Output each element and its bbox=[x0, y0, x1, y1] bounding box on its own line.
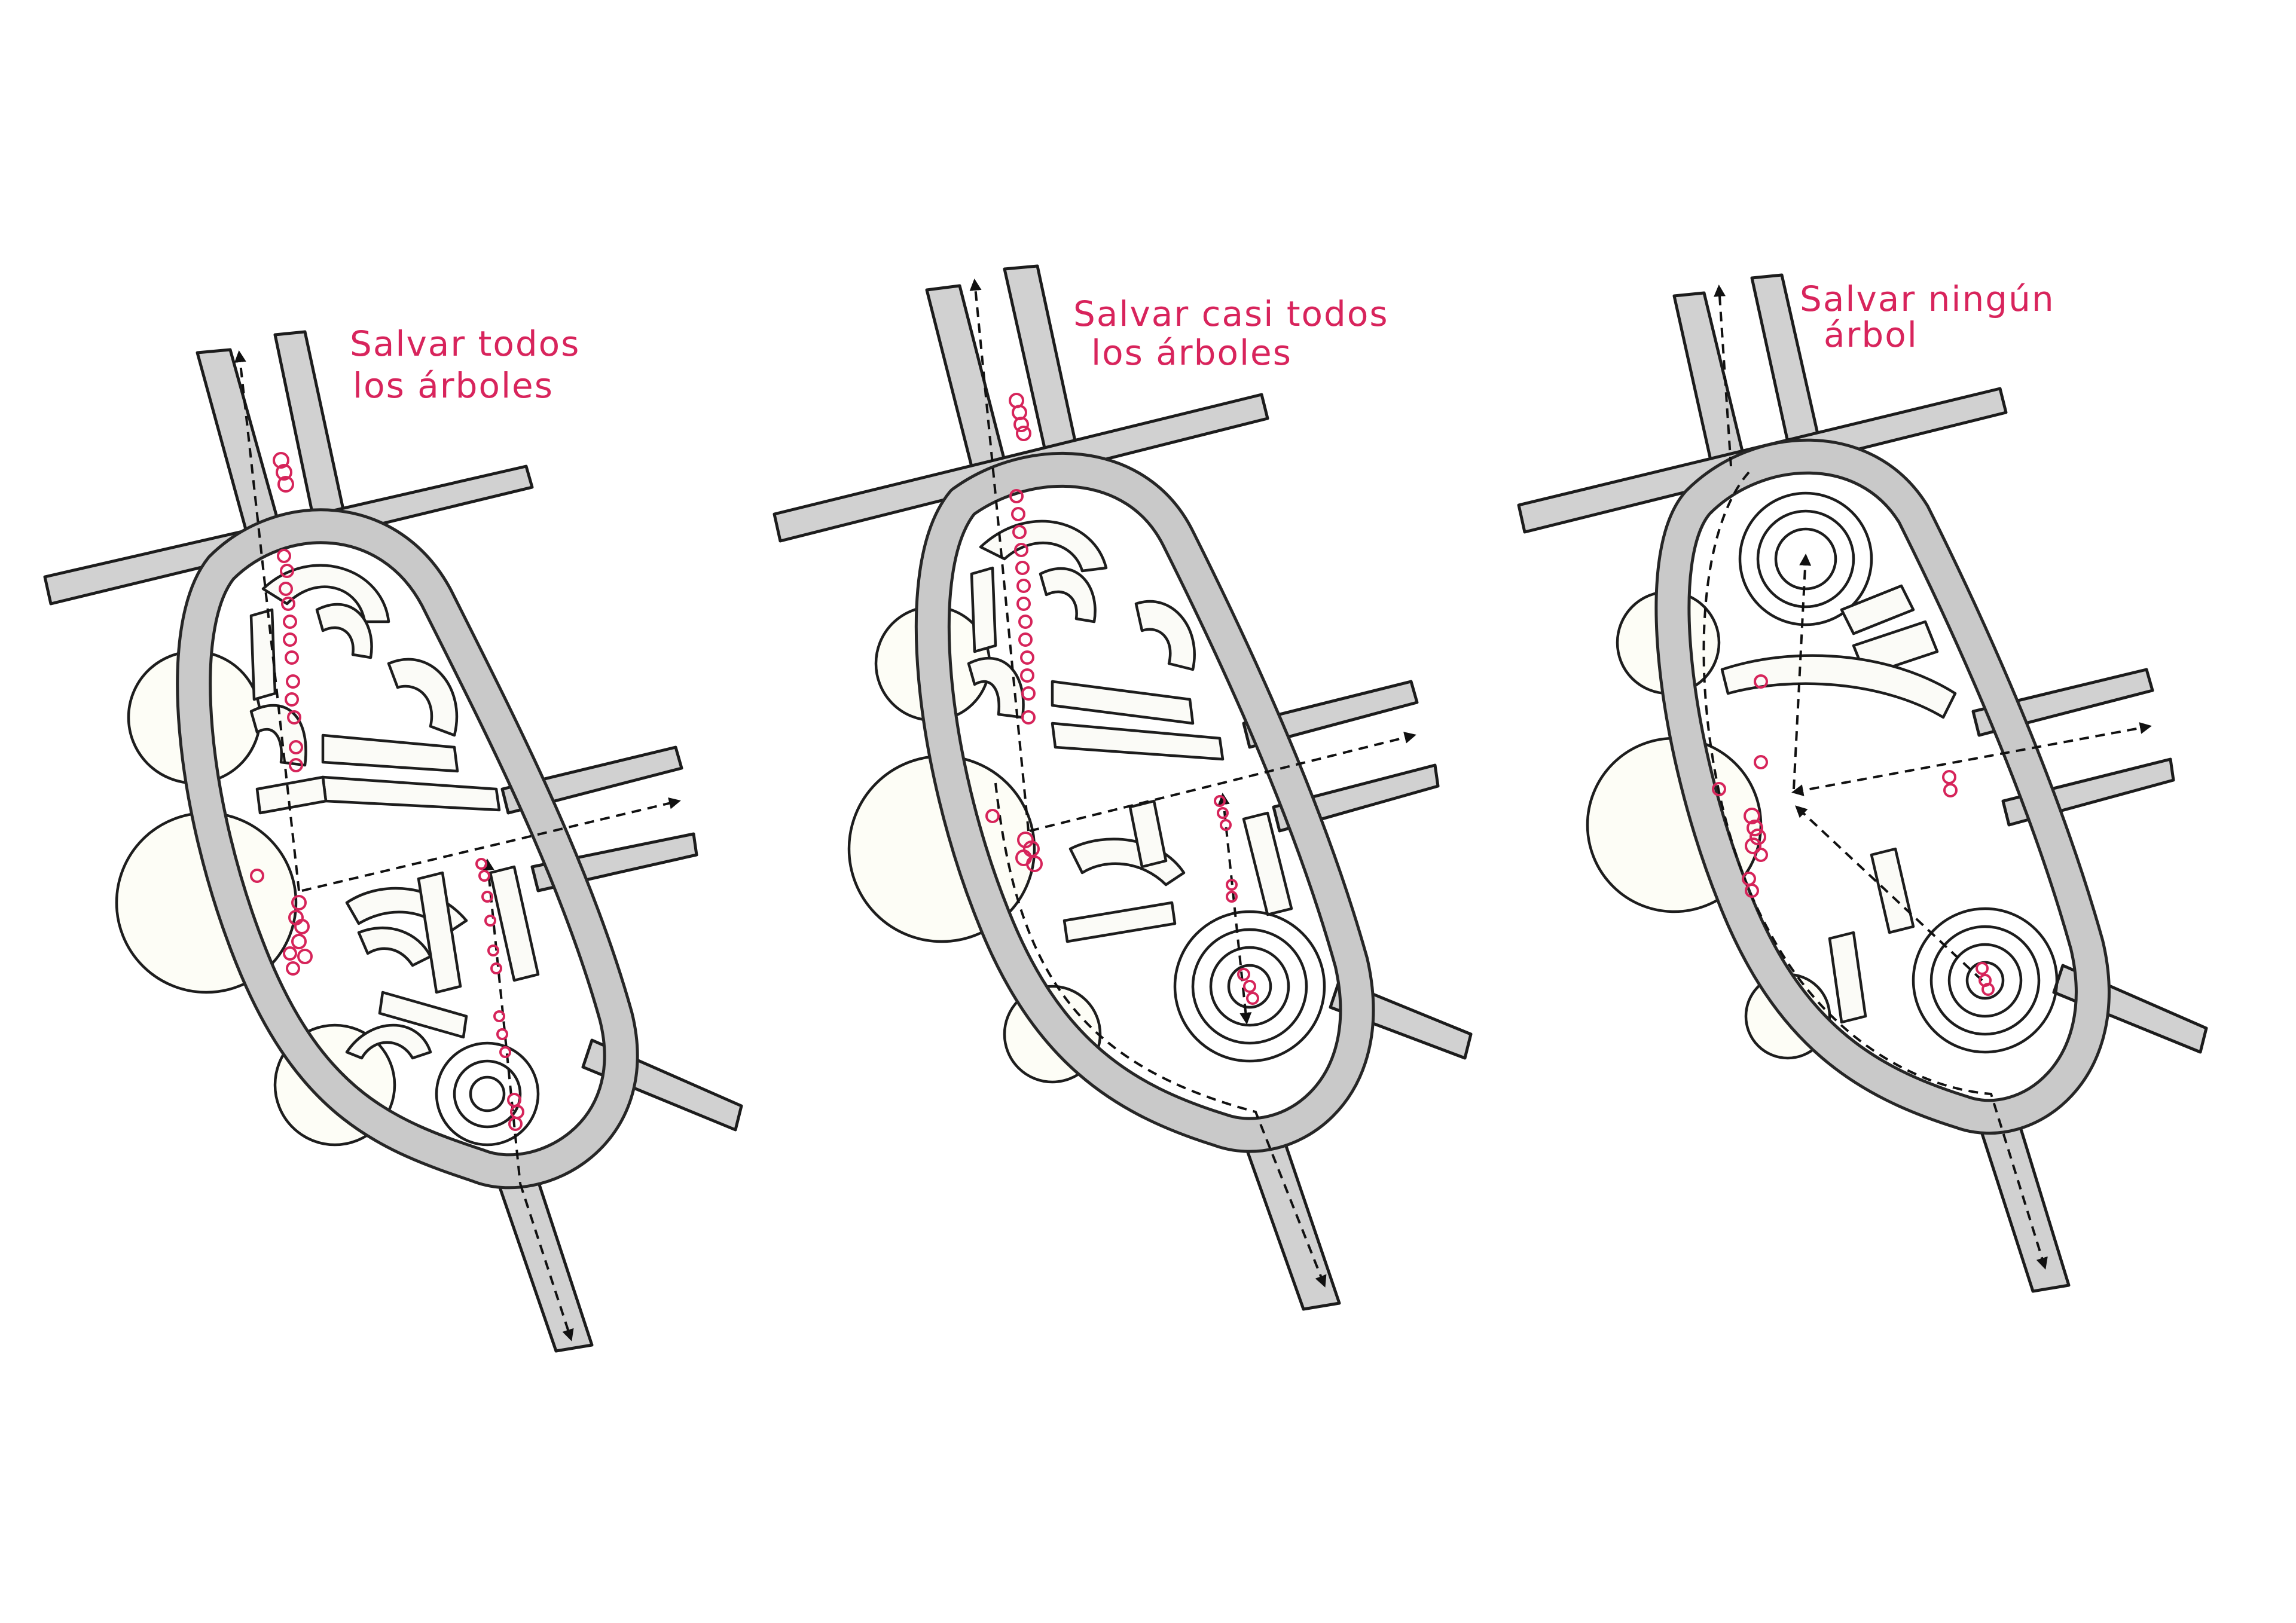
flow-arrow-east bbox=[1791, 722, 2152, 796]
garden-bed bbox=[1068, 838, 1186, 887]
garden-spiral bbox=[435, 1041, 540, 1147]
garden-bed bbox=[1828, 931, 1867, 1024]
garden-spiral bbox=[1774, 527, 1837, 591]
garden-bed bbox=[321, 733, 459, 773]
flow-arrow-north bbox=[969, 279, 1030, 832]
tree-markers bbox=[1712, 674, 1995, 996]
garden-bed bbox=[979, 519, 1108, 573]
street-north bbox=[196, 348, 283, 540]
flow-arrow-south bbox=[519, 1183, 574, 1341]
ring-road-fill bbox=[1657, 441, 2108, 1132]
garden-spiral bbox=[1929, 925, 2041, 1036]
street-north-b bbox=[1003, 264, 1081, 471]
garden-spiral bbox=[1738, 491, 1873, 626]
garden-spiral bbox=[469, 1075, 506, 1112]
garden-bed bbox=[970, 566, 997, 653]
panel-label-line-2: los árboles bbox=[353, 365, 554, 406]
garden-bed bbox=[1062, 901, 1177, 943]
garden-bed bbox=[1840, 584, 1915, 635]
flow-arrow-east bbox=[1029, 732, 1416, 832]
panel-label-line-1: Salvar todos bbox=[350, 323, 580, 364]
garden-bed bbox=[1870, 847, 1915, 934]
garden-bed bbox=[1039, 567, 1097, 623]
garden-bed bbox=[1720, 654, 1957, 719]
garden-spiral bbox=[1756, 509, 1855, 609]
flow-arrow-north bbox=[234, 350, 300, 891]
garden-bed bbox=[255, 775, 328, 815]
tree-markers bbox=[985, 393, 1259, 1005]
garden-bed bbox=[417, 871, 462, 994]
garden-bed bbox=[387, 658, 459, 737]
garden-spiral bbox=[1965, 961, 2005, 1000]
garden-bed bbox=[1051, 680, 1195, 725]
garden-bed bbox=[378, 991, 468, 1039]
flow-arrow-inner bbox=[482, 858, 521, 1184]
ring-road-fill bbox=[179, 511, 636, 1187]
garden-bed bbox=[261, 564, 390, 623]
garden-spiral bbox=[1947, 943, 2023, 1018]
garden-spiral bbox=[1209, 946, 1290, 1027]
flow-arrow-inner bbox=[1217, 793, 1252, 1025]
garden-bed bbox=[1051, 722, 1225, 761]
garden-bed bbox=[1134, 600, 1196, 671]
flow-arrow-north bbox=[1714, 285, 1732, 467]
garden-spiral bbox=[1912, 907, 2059, 1054]
flow-arrow-diagonal bbox=[1795, 805, 1983, 982]
garden-spiral bbox=[453, 1059, 522, 1129]
garden-bed bbox=[249, 704, 307, 767]
panel-label-line-2: los árboles bbox=[1091, 332, 1292, 373]
flow-arrow-ring bbox=[994, 783, 1327, 1288]
garden-bed bbox=[249, 608, 277, 701]
panel-label-line-1: Salvar casi todos bbox=[1073, 294, 1389, 334]
garden-bed bbox=[488, 865, 540, 982]
garden-spiral bbox=[1173, 910, 1326, 1063]
panel-save-none: Salvar ningún árbol bbox=[1517, 273, 2208, 1293]
garden-bed bbox=[321, 775, 501, 812]
panel-save-most: Salvar casi todos los árboles bbox=[773, 264, 1473, 1311]
garden-bed bbox=[315, 603, 373, 659]
flow-arrow-ring bbox=[1702, 471, 2048, 1270]
street-north-b bbox=[273, 330, 349, 537]
ring-road-fill bbox=[917, 455, 1372, 1150]
panel-label-line-1: Salvar ningún bbox=[1800, 279, 2055, 319]
panel-label-line-2: árbol bbox=[1824, 314, 1918, 355]
street-north bbox=[925, 284, 1009, 480]
panel-save-all: Salvar todos los árboles bbox=[43, 323, 743, 1353]
garden-bed bbox=[1242, 811, 1293, 916]
garden-bed bbox=[357, 927, 432, 967]
garden-bed bbox=[345, 1023, 432, 1060]
tree-markers bbox=[250, 452, 524, 1131]
